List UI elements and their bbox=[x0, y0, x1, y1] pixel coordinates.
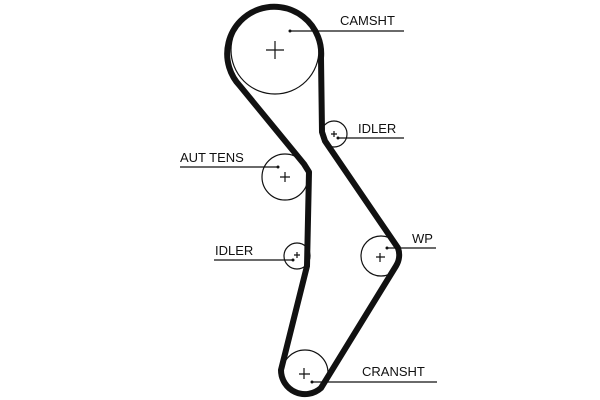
label-water-pump: WP bbox=[412, 231, 433, 246]
idler-lower-pulley bbox=[283, 242, 311, 270]
label-auto-tensioner: AUT TENS bbox=[180, 150, 244, 165]
leader-lines bbox=[180, 29, 437, 384]
water-pump-pulley bbox=[360, 235, 402, 277]
timing-belt bbox=[224, 3, 403, 398]
label-idler-lower: IDLER bbox=[215, 243, 253, 258]
label-camshaft: CAMSHT bbox=[340, 13, 395, 28]
auto-tensioner-pulley bbox=[261, 153, 309, 201]
label-idler-upper: IDLER bbox=[358, 121, 396, 136]
label-crankshaft: CRANSHT bbox=[362, 364, 425, 379]
